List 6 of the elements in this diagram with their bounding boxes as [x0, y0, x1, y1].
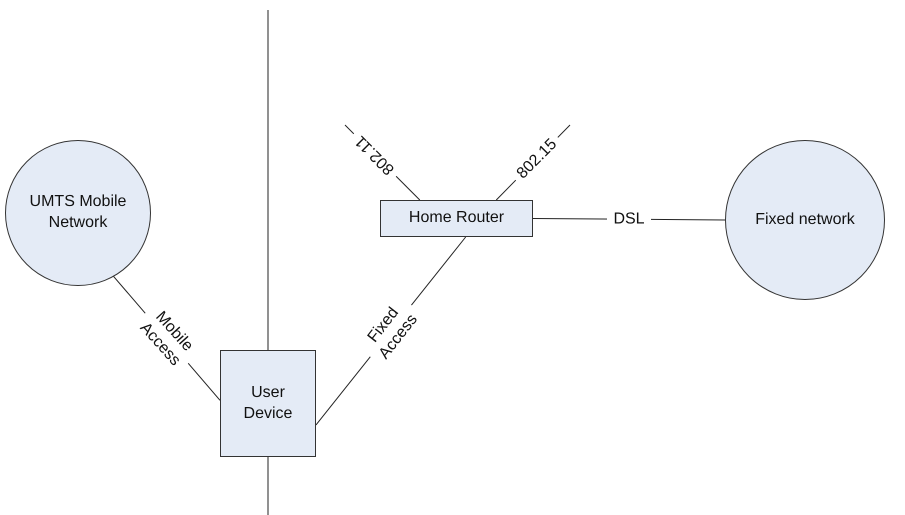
node-label: UMTS Mobile Network — [28, 192, 128, 233]
node-label: Fixed network — [755, 210, 855, 230]
node-label: User Device — [242, 382, 294, 424]
device-box — [220, 350, 316, 457]
device-box — [380, 200, 533, 237]
node-label: Home Router — [408, 208, 504, 228]
